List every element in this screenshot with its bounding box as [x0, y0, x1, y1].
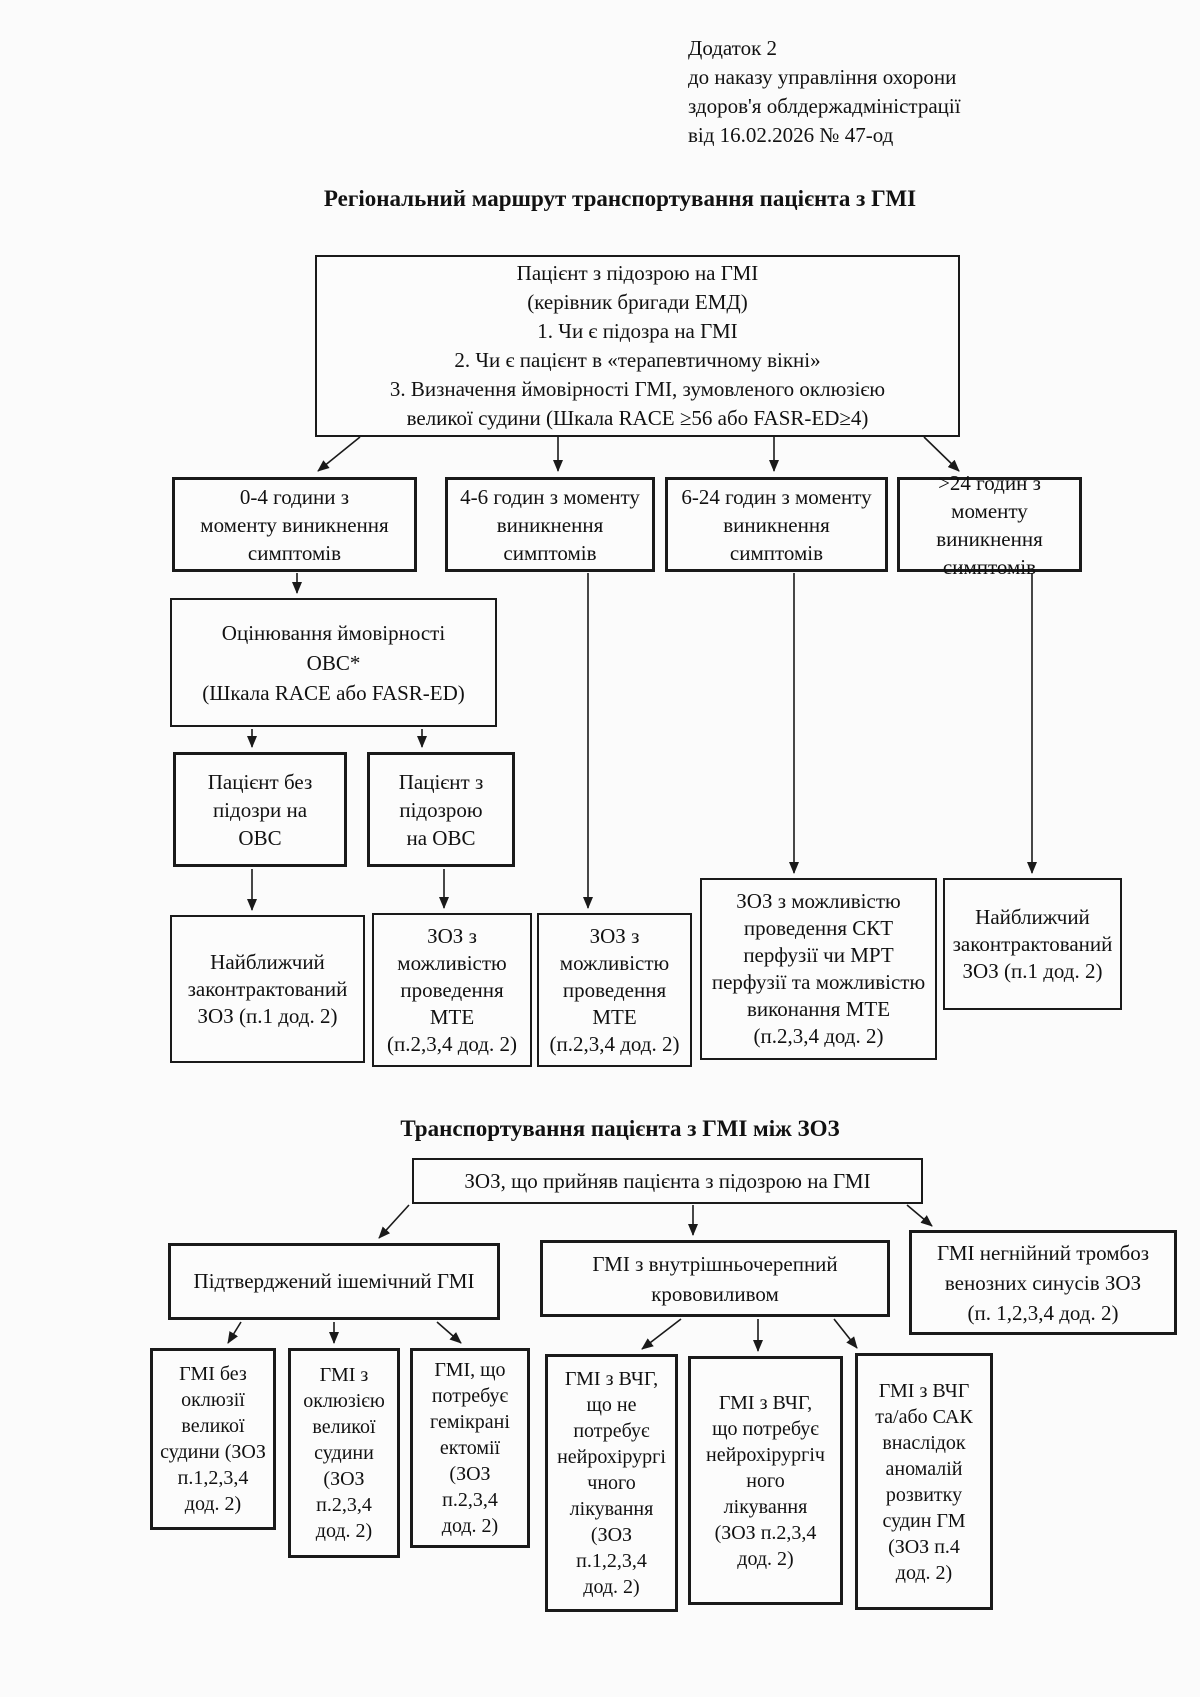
box-zoz-received-patient: ЗОЗ, що прийняв пацієнта з підозрою на Г… — [412, 1158, 923, 1204]
box-gmi-hemicraniectomy: ГМІ, що потребує гемікрані ектомії (ЗОЗ … — [410, 1348, 530, 1548]
document-header: Додаток 2 до наказу управління охорони з… — [688, 36, 961, 147]
box-patient-no-ovs: Пацієнт без підозри на ОВС — [173, 752, 347, 867]
box-gmi-vchg-neurosurgery: ГМІ з ВЧГ, що потребує нейрохірургіч ног… — [688, 1356, 843, 1605]
section2-title: Транспортування пацієнта з ГМІ між ЗОЗ — [400, 1116, 840, 1141]
box-gmi-with-occlusion: ГМІ з оклюзією великої судини (ЗОЗ п.2,3… — [288, 1348, 400, 1558]
box-gmi-intracranial-hemorrhage: ГМІ з внутрішньочерепний крововиливом — [540, 1240, 890, 1317]
box-gmi-vchg-sak: ГМІ з ВЧГ та/або САК внаслідок аномалій … — [855, 1353, 993, 1610]
box-nearest-zoz-left: Найближчий законтрактований ЗОЗ (п.1 дод… — [170, 915, 365, 1063]
box-time-6-24h: 6-24 годин з моменту виникнення симптомі… — [665, 477, 888, 572]
box-time-4-6h: 4-6 годин з моменту виникнення симптомів — [445, 477, 655, 572]
box-patient-suspected-gmi: Пацієнт з підозрою на ГМІ (керівник бриг… — [315, 255, 960, 437]
box-time-0-4h: 0-4 години з моменту виникнення симптомі… — [172, 477, 417, 572]
box-gmi-venous-sinus-thrombosis: ГМІ негнійний тромбоз венозних синусів З… — [909, 1230, 1177, 1335]
box-nearest-zoz-right: Найближчий законтрактований ЗОЗ (п.1 дод… — [943, 878, 1122, 1010]
box-confirmed-ischemic-gmi: Підтверджений ішемічний ГМІ — [168, 1243, 500, 1320]
box-mte-zoz-1: ЗОЗ з можливістю проведення МТЕ (п.2,3,4… — [372, 913, 532, 1067]
box-mte-zoz-2: ЗОЗ з можливістю проведення МТЕ (п.2,3,4… — [537, 913, 692, 1067]
box-ovs-assessment: Оцінювання ймовірності ОВС* (Шкала RACE … — [170, 598, 497, 727]
box-gmi-vchg-no-neurosurgery: ГМІ з ВЧГ, що не потребує нейрохірургі ч… — [545, 1354, 678, 1612]
box-patient-with-ovs: Пацієнт з підозрою на ОВС — [367, 752, 515, 867]
box-time-over-24h: >24 годин з моменту виникнення симптомів — [897, 471, 1082, 579]
section1-title: Регіональний маршрут транспортування пац… — [323, 186, 917, 211]
box-gmi-no-occlusion: ГМІ без оклюзії великої судини (ЗОЗ п.1,… — [150, 1348, 276, 1530]
box-skt-mrt-zoz: ЗОЗ з можливістю проведення СКТ перфузії… — [700, 878, 937, 1060]
